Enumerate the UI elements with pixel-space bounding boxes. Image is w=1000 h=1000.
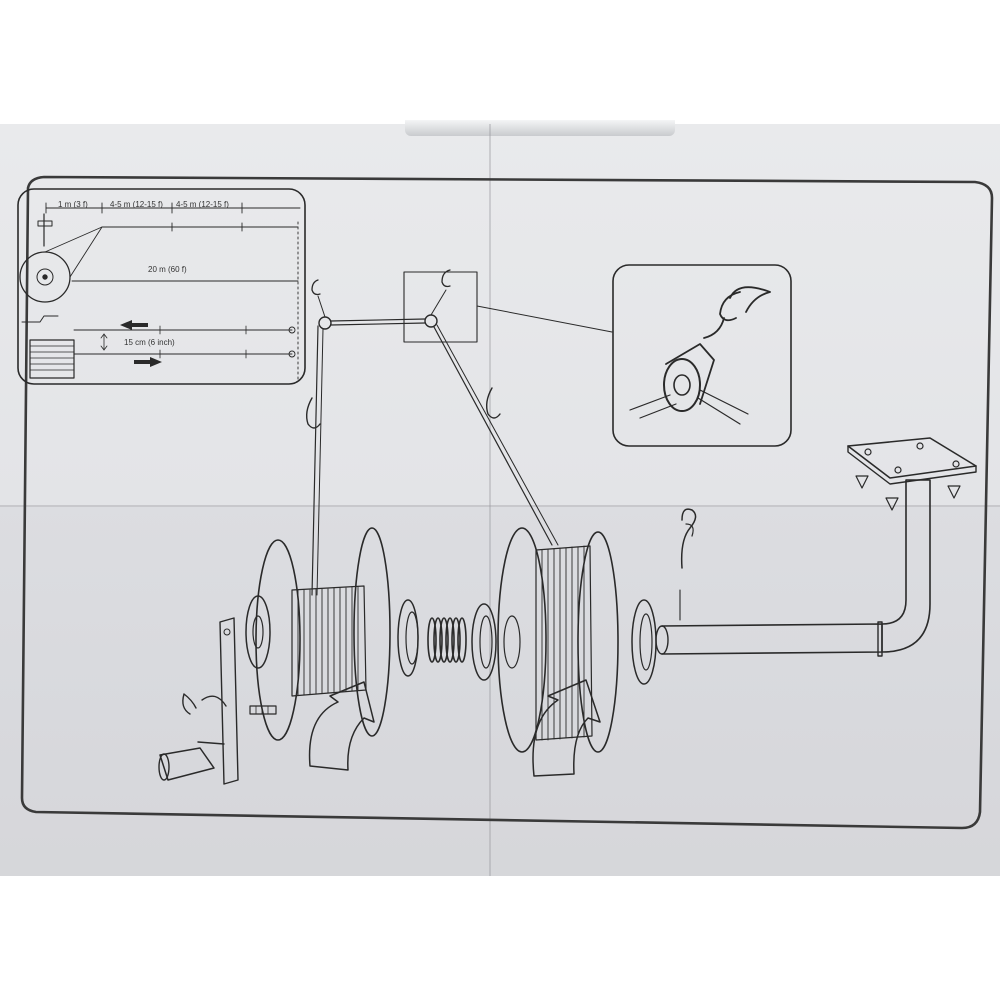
label-span-4-5m-a: 4-5 m (12-15 f) [110,200,163,209]
spacer-and-spring [397,599,497,681]
right-reel [497,527,657,777]
left-reel [158,527,391,785]
mounting-arm [655,437,977,657]
background-lamp [405,120,675,136]
label-span-4-5m-b: 4-5 m (12-15 f) [176,200,229,209]
outer-frame [20,175,994,830]
pulley-detail-inset [612,264,792,447]
left-arrow-icon [120,320,148,330]
inset-spacing-box [17,188,306,385]
label-spacing-15cm: 15 cm (6 inch) [124,338,175,347]
right-arrow-icon [134,357,162,367]
rotation-arrow-right-icon [532,679,601,777]
fold-line-horizontal [0,505,1000,507]
label-span-1m: 1 m (3 f) [58,200,88,209]
rotation-arrow-left-icon [308,681,375,771]
label-span-20m: 20 m (60 f) [148,265,187,274]
fold-line-vertical [489,124,491,876]
overhead-pulley-system [305,269,613,596]
manual-sheet [0,124,1000,876]
